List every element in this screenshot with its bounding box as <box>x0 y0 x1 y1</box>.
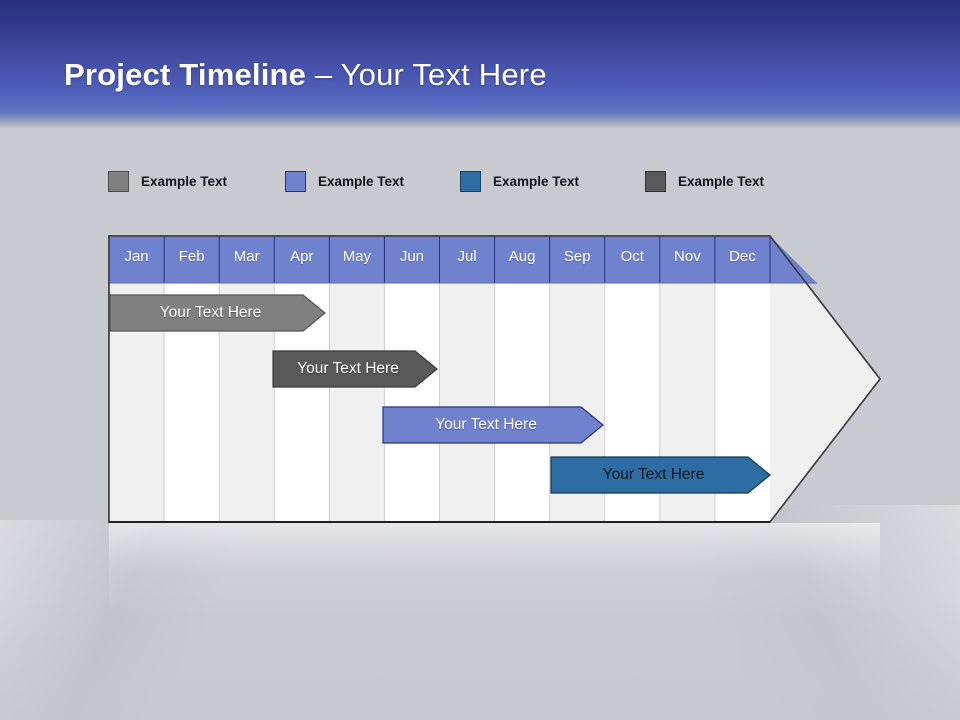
legend-swatch-icon <box>645 170 666 192</box>
task-bar-label-wrap-3[interactable]: Your Text Here <box>383 407 603 443</box>
page-title-separator: – <box>306 57 341 92</box>
task-bar-label: Your Text Here <box>435 416 537 433</box>
legend-item-4[interactable]: Example Text <box>645 166 764 196</box>
month-header-mar[interactable]: Mar <box>233 248 260 265</box>
page-title-bold: Project Timeline <box>64 57 307 92</box>
month-header-may[interactable]: May <box>342 248 372 265</box>
legend-item-1[interactable]: Example Text <box>108 166 227 196</box>
month-column-band <box>329 283 385 522</box>
month-column-band <box>439 283 495 522</box>
legend-label: Example Text <box>678 173 765 189</box>
task-bar-1[interactable] <box>109 294 326 332</box>
timeline-arrow-outline <box>108 235 882 523</box>
task-bar-label: Your Text Here <box>159 304 262 321</box>
page-title: Project Timeline – Your Text Here <box>64 57 547 93</box>
month-column-band <box>494 283 550 522</box>
task-bar-label-wrap-1[interactable]: Your Text Here <box>110 295 325 331</box>
month-header-jun[interactable]: Jun <box>399 248 425 265</box>
legend-swatch-icon <box>285 170 306 192</box>
month-header-oct[interactable]: Oct <box>620 248 644 265</box>
task-bar-label-wrap-2[interactable]: Your Text Here <box>273 351 437 387</box>
month-column-band <box>384 283 440 522</box>
task-bar-label: Your Text Here <box>602 466 705 483</box>
month-header-nov[interactable]: Nov <box>674 248 701 265</box>
task-bar-3[interactable] <box>382 406 604 444</box>
task-bar-label-wrap-4[interactable]: Your Text Here <box>551 457 770 493</box>
task-bar-2[interactable] <box>272 350 438 388</box>
month-header-aug[interactable]: Aug <box>508 248 536 265</box>
month-header-sep[interactable]: Sep <box>563 248 591 265</box>
month-header-dec[interactable]: Dec <box>729 248 756 265</box>
month-header-jan[interactable]: Jan <box>124 248 149 265</box>
arrow-head-fill <box>770 283 880 522</box>
month-header-feb[interactable]: Feb <box>178 248 205 265</box>
legend-label: Example Text <box>141 173 228 189</box>
task-bar-4[interactable] <box>550 456 771 494</box>
legend-item-3[interactable]: Example Text <box>460 166 579 196</box>
month-header-jul[interactable]: Jul <box>457 248 477 265</box>
month-header-apr[interactable]: Apr <box>290 248 314 265</box>
legend-swatch-icon <box>460 170 481 192</box>
legend: Example Text Example Text Example Text Exam… <box>108 166 868 196</box>
title-banner <box>0 0 960 128</box>
month-header-band <box>109 236 817 283</box>
reflection-sheen <box>109 523 880 618</box>
legend-label: Example Text <box>493 173 580 189</box>
legend-item-2[interactable]: Example Text <box>285 166 404 196</box>
legend-swatch-icon <box>108 170 129 192</box>
legend-label: Example Text <box>318 173 405 189</box>
page-title-light: Your Text Here <box>340 57 547 92</box>
task-bar-label: Your Text Here <box>297 360 399 377</box>
